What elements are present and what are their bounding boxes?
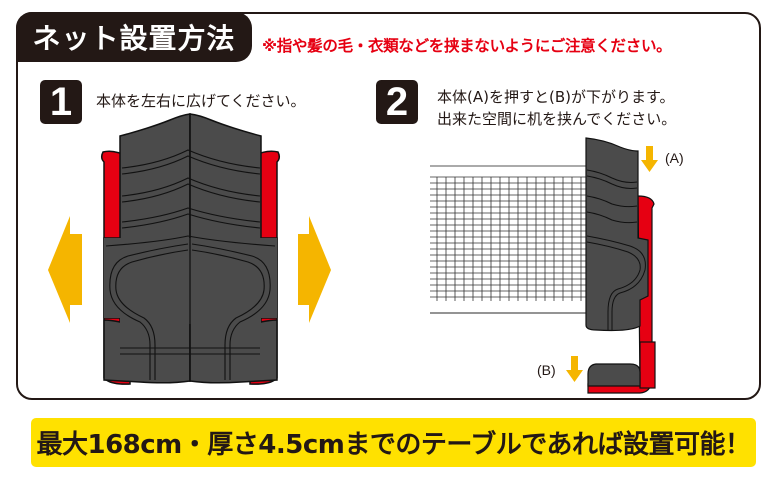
step-2-badge: 2 [376,80,418,124]
warning-text: ※指や髪の毛・衣類などを挟まないようにご注意ください。 [262,37,672,55]
page-title: ネット設置方法 [16,12,252,62]
step-2-text-line-2: 出来た空間に机を挟んでください。 [437,110,677,128]
step-2-text-line-1: 本体(A)を押すと(B)が下がります。 [437,88,675,106]
instruction-frame [16,12,761,400]
title-text: ネット設置方法 [32,22,236,55]
label-b: (B) [537,362,556,378]
arrow-down-icon-b [566,356,583,382]
capacity-banner: 最大168cm・厚さ4.5cmまでのテーブルであれば設置可能！ [31,418,756,467]
label-a: (A) [665,150,684,166]
banner-text: 最大168cm・厚さ4.5cmまでのテーブルであれば設置可能！ [36,430,751,460]
arrow-left-icon [48,216,82,323]
step-1-badge: 1 [40,80,82,124]
step-2-number: 2 [385,80,409,124]
arrow-right-icon [298,216,331,323]
step-1-number: 1 [49,80,73,124]
net-mesh [430,176,588,301]
step-1-text: 本体を左右に広げてください。 [96,92,306,110]
arrow-down-icon-a [641,146,658,172]
